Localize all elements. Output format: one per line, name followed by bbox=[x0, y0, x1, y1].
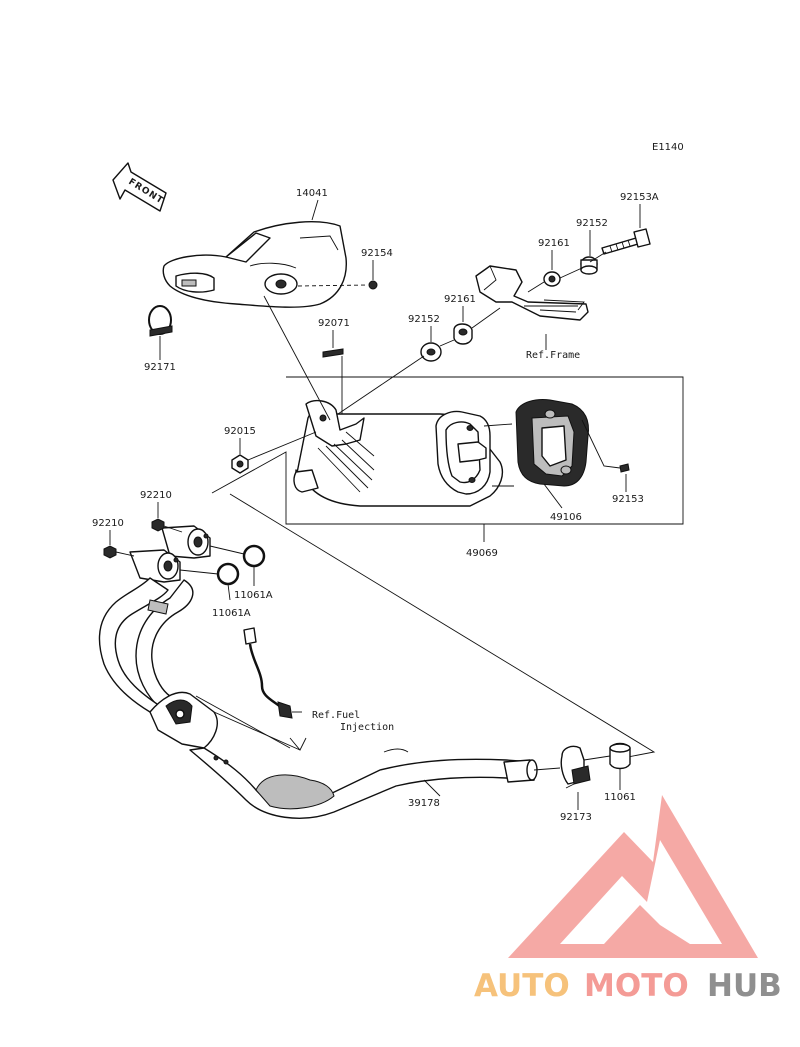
label-92161-upper: 92161 bbox=[538, 238, 570, 249]
clamp-92173 bbox=[560, 745, 591, 789]
stud-92071 bbox=[322, 348, 344, 358]
oxygen-sensor bbox=[243, 627, 302, 719]
muffler-assembly-box bbox=[211, 376, 684, 525]
label-39178: 39178 bbox=[408, 798, 440, 809]
watermark-auto: AUTO bbox=[474, 968, 570, 1004]
diagram-code: E1140 bbox=[652, 142, 684, 153]
label-92152-upper: 92152 bbox=[576, 218, 608, 229]
label-92153A: 92153A bbox=[620, 192, 659, 203]
label-92210-upper: 92210 bbox=[140, 490, 172, 501]
frame-bracket bbox=[475, 265, 589, 321]
header-flange-lower bbox=[129, 549, 181, 583]
watermark-hub: HUB bbox=[707, 968, 782, 1004]
heat-shield-cover bbox=[162, 221, 347, 308]
label-49069: 49069 bbox=[466, 548, 498, 559]
collar-92152-lower bbox=[420, 342, 442, 362]
label-92152-lower: 92152 bbox=[408, 314, 440, 325]
label-49106: 49106 bbox=[550, 512, 582, 523]
label-92161-lower: 92161 bbox=[444, 294, 476, 305]
exhaust-header-pipe bbox=[98, 577, 538, 819]
watermark-text: AUTO MOTO HUB bbox=[474, 968, 782, 1004]
muffler-end-cover-49106 bbox=[515, 399, 589, 487]
label-14041: 14041 bbox=[296, 188, 328, 199]
grommet-92161-lower bbox=[453, 323, 473, 345]
label-92071: 92071 bbox=[318, 318, 350, 329]
ref-frame: Ref.Frame bbox=[526, 350, 580, 361]
grommet-92161-upper bbox=[543, 271, 561, 287]
label-92210-lower: 92210 bbox=[92, 518, 124, 529]
nut-92210-upper bbox=[151, 518, 165, 532]
bolt-92153 bbox=[619, 463, 630, 473]
bolt-92154 bbox=[368, 280, 378, 290]
gasket-11061 bbox=[609, 742, 631, 770]
label-92154: 92154 bbox=[361, 248, 393, 259]
label-92171: 92171 bbox=[144, 362, 176, 373]
muffler-end-cap bbox=[435, 410, 491, 495]
watermark-logo bbox=[508, 795, 758, 958]
label-11061: 11061 bbox=[604, 792, 636, 803]
bolt-92153A bbox=[601, 228, 651, 255]
gasket-11061A-lower bbox=[216, 562, 240, 586]
front-direction-arrow: FRONT bbox=[112, 162, 167, 212]
label-92153: 92153 bbox=[612, 494, 644, 505]
label-92173: 92173 bbox=[560, 812, 592, 823]
ref-fuel-line2: Injection bbox=[340, 722, 394, 733]
label-11061A-upper: 11061A bbox=[234, 590, 273, 601]
nut-92210-lower bbox=[103, 545, 117, 559]
watermark-moto: MOTO bbox=[584, 968, 689, 1004]
ref-fuel-line1: Ref.Fuel bbox=[312, 710, 360, 721]
clamp-92171 bbox=[148, 305, 173, 337]
nut-92015 bbox=[231, 454, 249, 474]
header-flange-upper bbox=[161, 525, 211, 559]
gasket-11061A-upper bbox=[242, 544, 266, 568]
label-11061A-lower: 11061A bbox=[212, 608, 251, 619]
label-92015: 92015 bbox=[224, 426, 256, 437]
